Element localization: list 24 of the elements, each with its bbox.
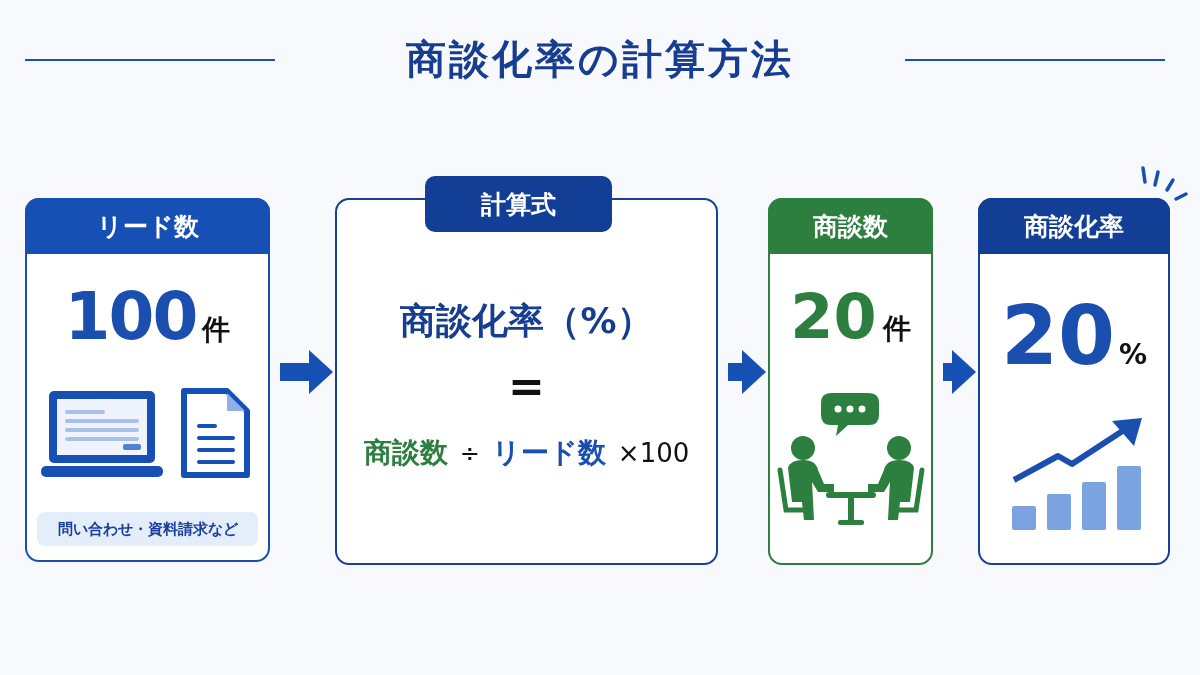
unit-label: 件 (202, 312, 231, 348)
arrow (943, 350, 976, 394)
header-bar: リード数 (25, 198, 270, 254)
card (25, 198, 270, 562)
unit-label: % (1119, 338, 1148, 371)
unit-label: 件 (882, 311, 911, 347)
formula-term: リード数 (491, 435, 606, 471)
percentage-number: 20 (1000, 288, 1116, 383)
note-label: 問い合わせ・資料請求など (37, 512, 258, 546)
card (768, 198, 933, 565)
header-bar: 計算式 (425, 176, 612, 232)
arrow (728, 350, 766, 394)
title: 商談化率の計算方法 (405, 35, 795, 84)
count-number: 20 (790, 280, 877, 353)
header-bar: 商談数 (768, 198, 933, 254)
arrow (280, 350, 333, 394)
operator-sign: ÷ (459, 440, 480, 468)
multiplier-text: ×100 (617, 438, 690, 468)
formula-term: 商談数 (363, 435, 448, 471)
count-number: 100 (64, 278, 197, 355)
header-bar: 商談化率 (978, 198, 1170, 254)
equals-sign: = (508, 360, 545, 411)
card (978, 198, 1170, 565)
formula-result: 商談化率（%） (400, 299, 653, 343)
